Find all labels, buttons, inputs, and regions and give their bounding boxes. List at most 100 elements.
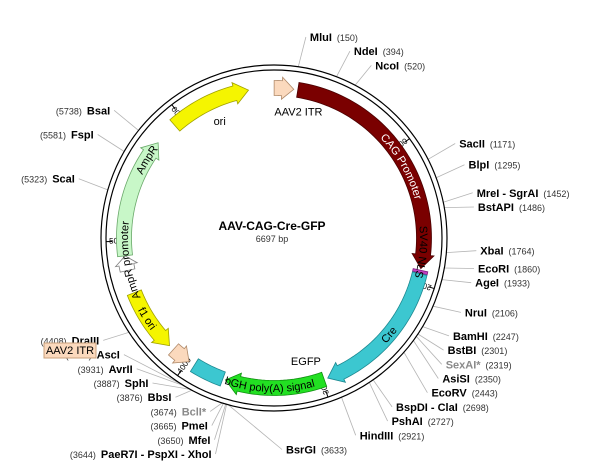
site-pshai-name: PshAI [392, 416, 423, 428]
site-asisi-position: (2350) [475, 374, 501, 384]
site-bspdi-clai-position: (2698) [463, 403, 489, 413]
leader-asci [123, 354, 184, 386]
site-sphi-position: (3887) [94, 379, 120, 389]
feature-label-ori: ori [214, 116, 226, 128]
feature-egfp [224, 371, 328, 396]
tick-4000 [177, 370, 182, 376]
site-draiii-position: (4408) [41, 336, 67, 346]
site-ecorv-position: (2443) [472, 389, 498, 399]
leader-ncoi [354, 65, 372, 86]
leader-bsai [113, 109, 139, 131]
feature-label-aav2-itr-1: AAV2 ITR [274, 106, 322, 118]
site-ecori-position: (1860) [514, 265, 540, 275]
site-bcli-name: BclI* [182, 406, 207, 418]
site-agei-position: (1933) [504, 279, 530, 289]
site-bstapi-name: BstAPI [478, 202, 514, 214]
feature-ampr-promoter [114, 255, 139, 273]
site-scai-name: ScaI [52, 174, 75, 186]
leader-scai [78, 178, 108, 191]
leader-agei [441, 279, 472, 284]
feature-aav2-itr-2 [167, 343, 190, 364]
leader-pshai [368, 382, 388, 422]
site-asci-name: AscI [97, 350, 120, 362]
restriction-sites: MluI(150)NdeI(394)NcoI(520)SacII(1171)Bl… [21, 32, 569, 461]
feature-bgh-polya [189, 358, 226, 387]
site-ndei-position: (394) [383, 47, 404, 57]
feature-cre [327, 271, 428, 383]
tick-3000 [325, 391, 329, 398]
site-pshai-position: (2727) [428, 417, 454, 427]
feature-ori [169, 81, 250, 132]
site-ndei-name: NdeI [354, 46, 378, 58]
site-asisi-name: AsiSI [442, 373, 470, 385]
site-bcli-position: (3674) [151, 407, 177, 417]
plasmid-backbone [100, 64, 448, 412]
leader-mfei [214, 403, 227, 440]
site-mlui-position: (150) [337, 33, 358, 43]
site-leader-lines [78, 36, 477, 455]
leader-bcli [209, 402, 223, 412]
site-fspi-name: FspI [71, 129, 94, 141]
site-bamhi-name: BamHI [453, 331, 488, 343]
site-bamhi-position: (2247) [493, 332, 519, 342]
site-xbai-name: XbaI [480, 246, 503, 258]
leader-ndei [336, 51, 351, 77]
site-nrui-position: (2106) [492, 308, 518, 318]
leader-mrei-sgrai [443, 192, 473, 203]
site-bspdi-clai-name: BspDI - ClaI [396, 402, 458, 414]
site-bbsi-position: (3876) [117, 393, 143, 403]
site-avrii-position: (3931) [78, 365, 104, 375]
leader-paer7i-pspxi-xhoi [215, 404, 227, 455]
feature-label-egfp: EGFP [291, 356, 321, 368]
site-bstbi-name: BstBI [448, 345, 477, 357]
site-avrii-name: AvrII [109, 364, 133, 376]
leader-bsrgi [228, 404, 283, 450]
site-fspi-position: (5581) [40, 130, 66, 140]
site-bstapi-position: (1486) [519, 203, 545, 213]
aav2-itr-outside-label: AAV2 ITR [46, 345, 94, 357]
site-nrui-name: NruI [465, 307, 487, 319]
feature-ampr [116, 142, 160, 258]
feature-aav2-itr-1 [273, 76, 295, 101]
site-bsai-name: BsaI [87, 105, 110, 117]
site-bstbi-position: (2301) [481, 346, 507, 356]
site-paer7i-pspxi-xhoi-position: (3644) [70, 450, 96, 460]
leader-ecori [444, 267, 475, 269]
site-sexai-position: (2319) [486, 360, 512, 370]
site-blpi-position: (1295) [494, 161, 520, 171]
leader-ecorv [403, 351, 428, 393]
leader-bstapi [444, 206, 474, 208]
site-bsai-position: (5738) [56, 106, 82, 116]
site-bsrgi-name: BsrGI [286, 444, 316, 456]
site-mrei-sgrai-position: (1452) [543, 189, 569, 199]
tick-6000 [171, 104, 176, 110]
feature-arrows [114, 76, 435, 396]
site-sacii-position: (1171) [490, 139, 515, 149]
plasmid-name: AAV-CAG-Cre-GFP [218, 219, 325, 233]
site-mfei-name: MfeI [188, 435, 210, 447]
site-sacii-name: SacII [459, 138, 485, 150]
site-pmei-name: PmeI [181, 421, 207, 433]
site-ecorv-name: EcoRV [431, 388, 467, 400]
site-pmei-position: (3665) [150, 422, 176, 432]
leader-bamhi [422, 326, 450, 337]
site-mlui-name: MluI [310, 32, 332, 44]
feature-f1-ori [126, 289, 170, 347]
leader-hindiii [341, 397, 357, 436]
site-paer7i-pspxi-xhoi-name: PaeR7I - PspXI - XhoI [101, 449, 212, 461]
site-scai-position: (5323) [21, 175, 47, 185]
leader-bstbi [417, 333, 444, 351]
leader-pmei [211, 403, 224, 426]
feature-cag-promoter [296, 82, 435, 270]
site-ncoi-name: NcoI [375, 60, 399, 72]
leader-sacii [427, 143, 456, 160]
plasmid-size: 6697 bp [256, 234, 289, 244]
leader-avrii [136, 368, 185, 387]
tick-2000 [428, 286, 435, 290]
leader-bspdi-clai [372, 379, 393, 408]
leader-sphi [152, 382, 191, 390]
site-agei-name: AgeI [475, 278, 499, 290]
leader-asisi [413, 340, 439, 379]
site-hindiii-name: HindIII [360, 430, 394, 442]
